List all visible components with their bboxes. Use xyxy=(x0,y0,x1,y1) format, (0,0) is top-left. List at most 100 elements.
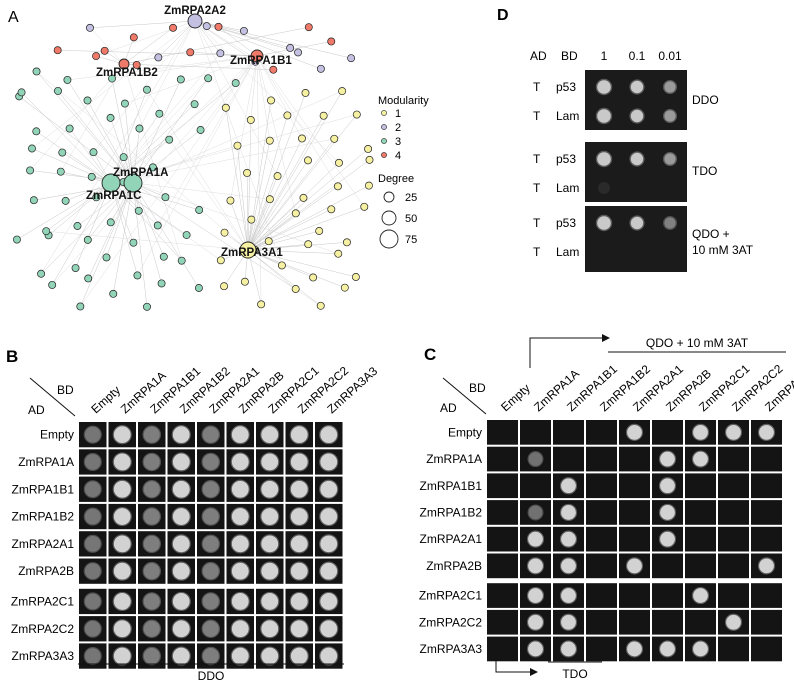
grid-column-label: Empty xyxy=(88,383,123,416)
network-node xyxy=(195,284,202,291)
panel-c: BD AD QDO + 10 mM 3AT EmptyZmRPA1AZmRPA1… xyxy=(419,334,794,681)
grid-plate-cell xyxy=(685,610,716,635)
network-node xyxy=(270,66,277,73)
legend-module-label: 2 xyxy=(395,122,401,134)
network-node xyxy=(361,203,368,210)
network-edge xyxy=(32,21,195,148)
grid-colony xyxy=(528,558,544,574)
hub-label-rpa1a: ZmRPA1A xyxy=(113,167,168,179)
network-node xyxy=(334,183,341,190)
legend-module-swatch xyxy=(381,124,386,129)
d-dilution-3: 0.01 xyxy=(658,49,682,63)
grid-colony xyxy=(261,562,279,580)
network-node xyxy=(197,126,204,133)
grid-row-label: ZmRPA3A3 xyxy=(12,649,75,663)
network-node xyxy=(341,284,348,291)
network-node xyxy=(84,97,91,104)
d-colony xyxy=(597,216,612,231)
network-node xyxy=(304,157,311,164)
network-edge xyxy=(257,56,261,304)
grid-colony xyxy=(172,480,190,498)
grid-colony xyxy=(172,535,190,553)
grid-plate-cell xyxy=(652,554,683,579)
grid-colony xyxy=(693,641,709,657)
grid-plate-cell xyxy=(685,500,716,525)
grid-colony xyxy=(202,426,219,443)
grid-row-label: ZmRPA1A xyxy=(18,455,74,469)
legend-module-label: 4 xyxy=(395,150,401,162)
grid-plate-cell xyxy=(586,473,617,498)
network-node xyxy=(317,65,324,72)
grid-colony xyxy=(261,480,279,498)
network-node xyxy=(247,116,254,123)
d-colony xyxy=(630,109,644,123)
grid-plate-cell xyxy=(586,610,617,635)
b-header-ad: AD xyxy=(28,403,45,417)
grid-plate-cell xyxy=(487,527,518,552)
network-node xyxy=(366,156,373,163)
grid-colony xyxy=(231,647,249,665)
grid-colony xyxy=(693,424,709,440)
b-row-labels: EmptyZmRPA1AZmRPA1B1ZmRPA1B2ZmRPA2A1ZmRP… xyxy=(11,428,74,663)
d-header-bd: BD xyxy=(561,49,578,63)
network-node xyxy=(49,281,56,288)
panel-label-c: C xyxy=(424,345,436,364)
legend-module-swatch xyxy=(381,110,386,115)
grid-plate-cell xyxy=(586,637,617,662)
network-node xyxy=(130,239,137,246)
network-node xyxy=(232,80,239,87)
grid-plate-cell xyxy=(718,527,749,552)
grid-colony xyxy=(320,647,338,665)
grid-colony xyxy=(561,641,577,657)
network-nodes xyxy=(13,14,373,310)
grid-plate-cell xyxy=(586,500,617,525)
b-header-bd: BD xyxy=(57,383,74,397)
network-node xyxy=(348,55,355,62)
grid-colony xyxy=(261,592,279,610)
grid-colony xyxy=(143,620,160,637)
grid-colony xyxy=(693,588,709,604)
network-node xyxy=(196,206,203,213)
grid-colony xyxy=(202,535,219,552)
network-node xyxy=(156,110,163,117)
grid-colony xyxy=(143,535,160,552)
network-node xyxy=(187,49,194,56)
grid-row-label: ZmRPA1B2 xyxy=(420,505,483,519)
network-node xyxy=(298,135,305,142)
grid-colony xyxy=(320,620,338,638)
network-node xyxy=(160,253,167,260)
grid-colony xyxy=(320,535,338,553)
grid-colony xyxy=(290,620,308,638)
grid-row-label: ZmRPA2C1 xyxy=(11,594,74,608)
network-node xyxy=(220,283,227,290)
network-node xyxy=(335,250,342,257)
grid-colony xyxy=(627,558,643,574)
grid-plate-cell xyxy=(487,500,518,525)
d-header-ad: AD xyxy=(530,49,547,63)
grid-row-label: ZmRPA1A xyxy=(426,452,482,466)
legend-degree-entries: 255075 xyxy=(380,192,417,248)
network-node xyxy=(66,125,73,132)
grid-colony xyxy=(231,508,249,526)
d-bd-label: p53 xyxy=(556,80,576,94)
network-node xyxy=(120,154,127,161)
grid-colony xyxy=(660,531,676,547)
network-node xyxy=(54,87,61,94)
network-node xyxy=(292,210,299,217)
grid-colony xyxy=(290,592,308,610)
grid-colony xyxy=(759,424,775,440)
hub-label-rpa1c: ZmRPA1C xyxy=(86,190,141,202)
network-edge xyxy=(195,21,278,176)
grid-colony xyxy=(290,480,308,498)
grid-colony xyxy=(231,453,249,471)
d-medium-ddo: DDO xyxy=(692,93,719,107)
grid-colony xyxy=(231,620,249,638)
network-edge xyxy=(257,56,364,207)
legend-module-label: 1 xyxy=(395,108,401,120)
network-node xyxy=(267,97,274,104)
b-plates xyxy=(79,422,343,669)
network-node xyxy=(37,270,44,277)
d-ad-label: T xyxy=(533,152,541,166)
network-node xyxy=(266,196,273,203)
c-column-labels: EmptyZmRPA1AZmRPA1B1ZmRPA1B2ZmRPA2A1ZmRP… xyxy=(498,361,794,414)
